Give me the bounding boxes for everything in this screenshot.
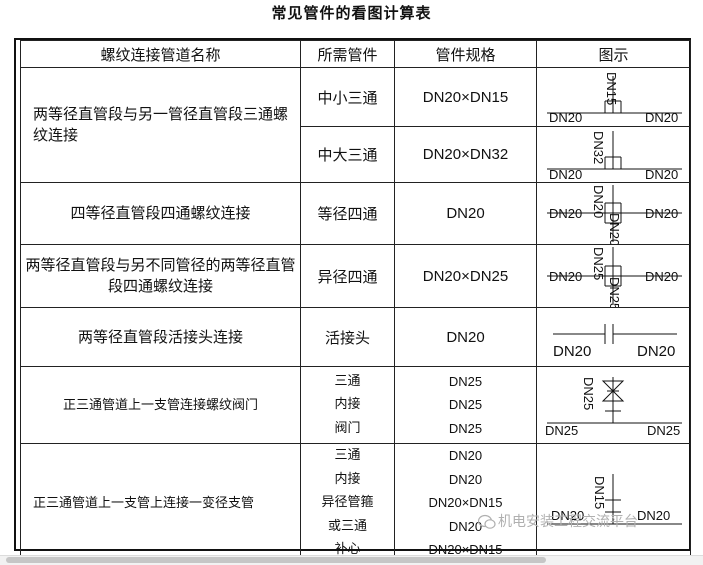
right-size-label: DN20 [637, 343, 675, 360]
horizontal-scrollbar[interactable] [0, 555, 703, 565]
branch-size-label: DN25 [581, 377, 596, 410]
row-spec: DN20 [394, 182, 537, 245]
row-spec: DN20×DN25 [394, 244, 537, 308]
row-spec-list: DN25 DN25 DN25 [394, 366, 537, 444]
row-fitting: 异径四通 [300, 244, 395, 308]
left-size-label: DN25 [545, 423, 578, 438]
right-size-label: DN20 [645, 269, 678, 284]
right-size-label: DN20 [645, 167, 678, 182]
tee-diagram: DN32 DN20 DN20 [536, 126, 691, 183]
wechat-icon [478, 514, 496, 529]
spec-item: DN25 [448, 420, 483, 436]
table-row: 两等径直管段活接头连接 活接头 DN20 DN20 DN20 [20, 307, 691, 367]
table-row: 中大三通 DN20×DN32 DN32 DN20 DN20 [21, 126, 691, 183]
row-name: 正三通管道上一支管上连接一变径支管 [20, 443, 301, 563]
fitting-item: 三通 [334, 448, 361, 464]
right-size-label: DN20 [637, 508, 670, 523]
row-name: 两等径直管段与另一管径直管段三通螺纹连接 [20, 67, 301, 183]
fitting-item: 三通 [334, 373, 361, 389]
fitting-item: 内接 [334, 471, 361, 487]
row-name: 四等径直管段四通螺纹连接 [20, 182, 301, 245]
fitting-item: 阀门 [334, 420, 361, 436]
right-size-label: DN20 [645, 110, 678, 125]
row-fitting-list: 三通 内接 异径管箍 或三通 补心 [300, 443, 395, 563]
spec-item: DN20×DN15 [428, 542, 503, 558]
branch-size-label: DN15 [604, 72, 619, 105]
fitting-item: 或三通 [327, 518, 367, 534]
header-diagram: 图示 [536, 40, 691, 68]
row-spec: DN20×DN15 [394, 67, 537, 127]
fitting-item: 补心 [334, 542, 361, 558]
header-spec: 管件规格 [394, 40, 537, 68]
header-name: 螺纹连接管道名称 [20, 40, 301, 68]
branch-size-label: DN32 [591, 131, 606, 164]
row-spec-list: DN20 DN20 DN20×DN15 DN20 DN20×DN15 [394, 443, 537, 563]
header-fitting: 所需管件 [300, 40, 395, 68]
right-size-label: DN25 [647, 423, 680, 438]
watermark-text: 机电安装工程交流平台 [498, 514, 638, 530]
left-size-label: DN20 [551, 508, 584, 523]
row-spec: DN20 [394, 307, 537, 367]
row-fitting: 活接头 [300, 307, 395, 367]
spec-item: DN20 [448, 471, 483, 487]
bottom-size-label: DN25 [607, 277, 622, 307]
left-size-label: DN20 [549, 167, 582, 182]
table-row: 正三通管道上一支管连接螺纹阀门 三通 内接 阀门 DN25 DN25 DN25 … [20, 366, 691, 444]
spec-item: DN25 [448, 397, 483, 413]
fittings-table: 螺纹连接管道名称 所需管件 管件规格 图示 两等径直管段与另一管径直管段三通螺纹… [20, 40, 691, 563]
spec-item: DN25 [448, 373, 483, 389]
scrollbar-thumb[interactable] [6, 557, 546, 563]
branch-size-label: DN15 [592, 476, 607, 509]
row-fitting: 等径四通 [300, 182, 395, 245]
right-size-label: DN20 [645, 206, 678, 221]
cross-diagram: DN20 DN20 DN20 DN20 [536, 182, 691, 245]
left-size-label: DN20 [549, 206, 582, 221]
union-diagram: DN20 DN20 [536, 307, 691, 367]
spec-item: DN20 [448, 518, 483, 534]
table-row: 正三通管道上一支管上连接一变径支管 三通 内接 异径管箍 或三通 补心 DN20… [20, 443, 691, 563]
left-size-label: DN20 [553, 343, 591, 360]
tee-diagram: DN15 DN20 DN20 [536, 67, 691, 127]
reducing-cross-diagram: DN25 DN20 DN20 DN25 [536, 244, 691, 308]
row-fitting-list: 三通 内接 阀门 [300, 366, 395, 444]
top-size-label: DN20 [591, 185, 606, 218]
valve-diagram: DN25 DN25 DN25 [536, 366, 691, 444]
spec-item: DN20×DN15 [428, 495, 503, 511]
row-name: 两等径直管段活接头连接 [20, 307, 301, 367]
left-size-label: DN20 [549, 269, 582, 284]
page-title: 常见管件的看图计算表 [271, 4, 432, 22]
row-name: 两等径直管段与另不同管径的两等径直管段四通螺纹连接 [20, 244, 301, 308]
row-fitting: 中大三通 [300, 126, 395, 183]
fitting-item: 内接 [334, 397, 361, 413]
table-row: 四等径直管段四通螺纹连接 等径四通 DN20 DN20 DN20 DN20 DN… [20, 182, 691, 245]
fitting-item: 异径管箍 [321, 495, 374, 511]
row-spec: DN20×DN32 [394, 126, 537, 183]
table-row: 两等径直管段与另一管径直管段三通螺纹连接 中小三通 DN20×DN15 DN15… [20, 67, 691, 183]
header-row: 螺纹连接管道名称 所需管件 管件规格 图示 [20, 40, 691, 68]
row-name: 正三通管道上一支管连接螺纹阀门 [20, 366, 301, 444]
spec-item: DN20 [448, 448, 483, 464]
top-size-label: DN25 [591, 247, 606, 280]
table-row: 两等径直管段与另不同管径的两等径直管段四通螺纹连接 异径四通 DN20×DN25… [20, 244, 691, 308]
bottom-size-label: DN20 [607, 213, 622, 244]
reducing-branch-diagram: DN15 DN20 DN20 [536, 443, 691, 563]
left-size-label: DN20 [549, 110, 582, 125]
row-fitting: 中小三通 [300, 67, 395, 127]
